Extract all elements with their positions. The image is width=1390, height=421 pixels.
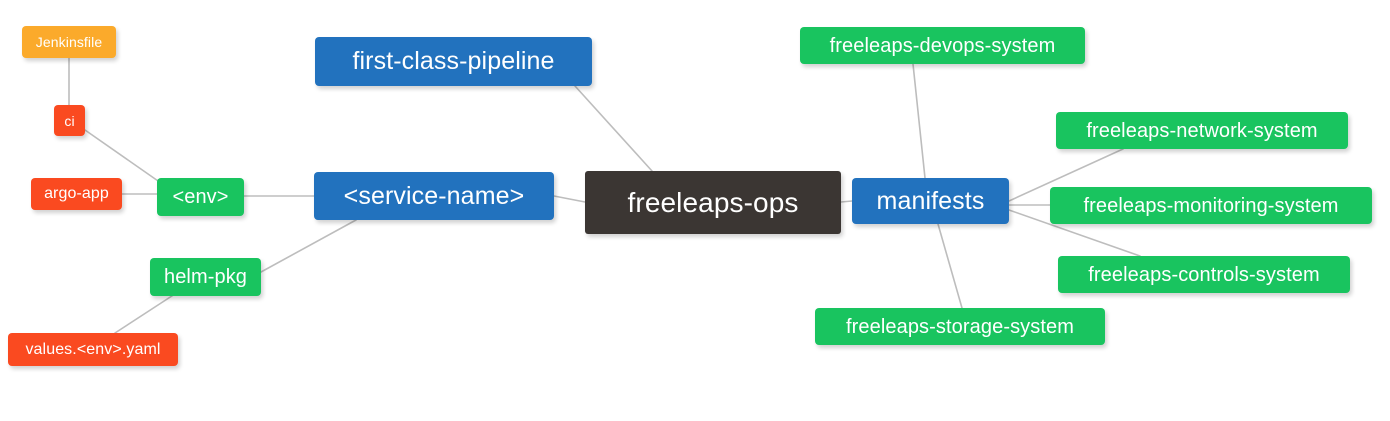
edge-freeleaps-ops-to-manifests — [840, 200, 853, 203]
node-freeleaps-devops-system[interactable]: freeleaps-devops-system — [800, 27, 1085, 64]
node-freeleaps-ops[interactable]: freeleaps-ops — [585, 171, 841, 234]
edge-helm-pkg-to-values-env-yaml — [114, 291, 179, 334]
node-manifests[interactable]: manifests — [852, 178, 1009, 224]
node-freeleaps-network-system[interactable]: freeleaps-network-system — [1056, 112, 1348, 149]
node-freeleaps-monitoring-system[interactable]: freeleaps-monitoring-system — [1050, 187, 1372, 224]
node-helm-pkg[interactable]: helm-pkg — [150, 258, 261, 296]
edge-freeleaps-ops-to-first-class-pipeline — [574, 85, 653, 172]
node-argo-app[interactable]: argo-app — [31, 178, 122, 210]
node-ci[interactable]: ci — [54, 105, 85, 136]
edge-manifests-to-freeleaps-devops-system — [912, 63, 926, 179]
edge-manifests-to-freeleaps-storage-system — [937, 223, 963, 309]
node-values-env-yaml[interactable]: values.<env>.yaml — [8, 333, 178, 366]
edge-service-name-to-helm-pkg — [260, 219, 357, 273]
node-env[interactable]: <env> — [157, 178, 244, 216]
edge-freeleaps-ops-to-service-name — [553, 195, 586, 203]
node-jenkinsfile[interactable]: Jenkinsfile — [22, 26, 116, 58]
node-first-class-pipeline[interactable]: first-class-pipeline — [315, 37, 592, 86]
node-service-name[interactable]: <service-name> — [314, 172, 554, 220]
node-freeleaps-storage-system[interactable]: freeleaps-storage-system — [815, 308, 1105, 345]
node-freeleaps-controls-system[interactable]: freeleaps-controls-system — [1058, 256, 1350, 293]
